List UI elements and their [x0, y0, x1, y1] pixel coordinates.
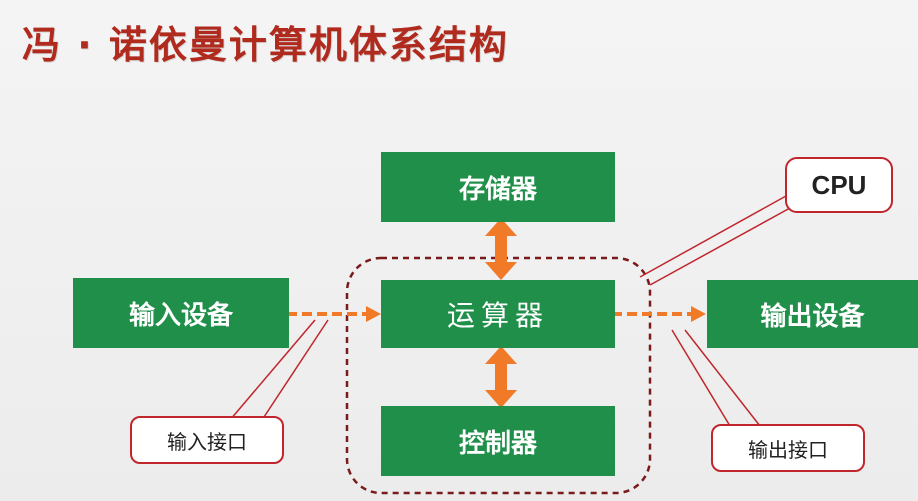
output-device-block: 输出设备 [707, 280, 918, 348]
alu-block: 运算器 [381, 280, 615, 348]
output-arrow [612, 306, 706, 322]
input-interface-callout: 输入接口 [130, 416, 284, 464]
memory-alu-arrow [485, 218, 517, 280]
input-arrow [287, 306, 381, 322]
input-device-block: 输入设备 [73, 278, 289, 348]
control-block: 控制器 [381, 406, 615, 476]
slide-title: 冯 · 诺依曼计算机体系结构 [22, 23, 509, 67]
alu-control-arrow [485, 346, 517, 408]
input-interface-pointer [229, 319, 329, 421]
memory-block: 存储器 [381, 152, 615, 222]
output-interface-callout: 输出接口 [711, 424, 865, 472]
cpu-callout: CPU [785, 157, 893, 213]
output-interface-pointer [671, 329, 761, 427]
cpu-boundary [345, 256, 652, 495]
cpu-callout-pointer [639, 195, 791, 286]
